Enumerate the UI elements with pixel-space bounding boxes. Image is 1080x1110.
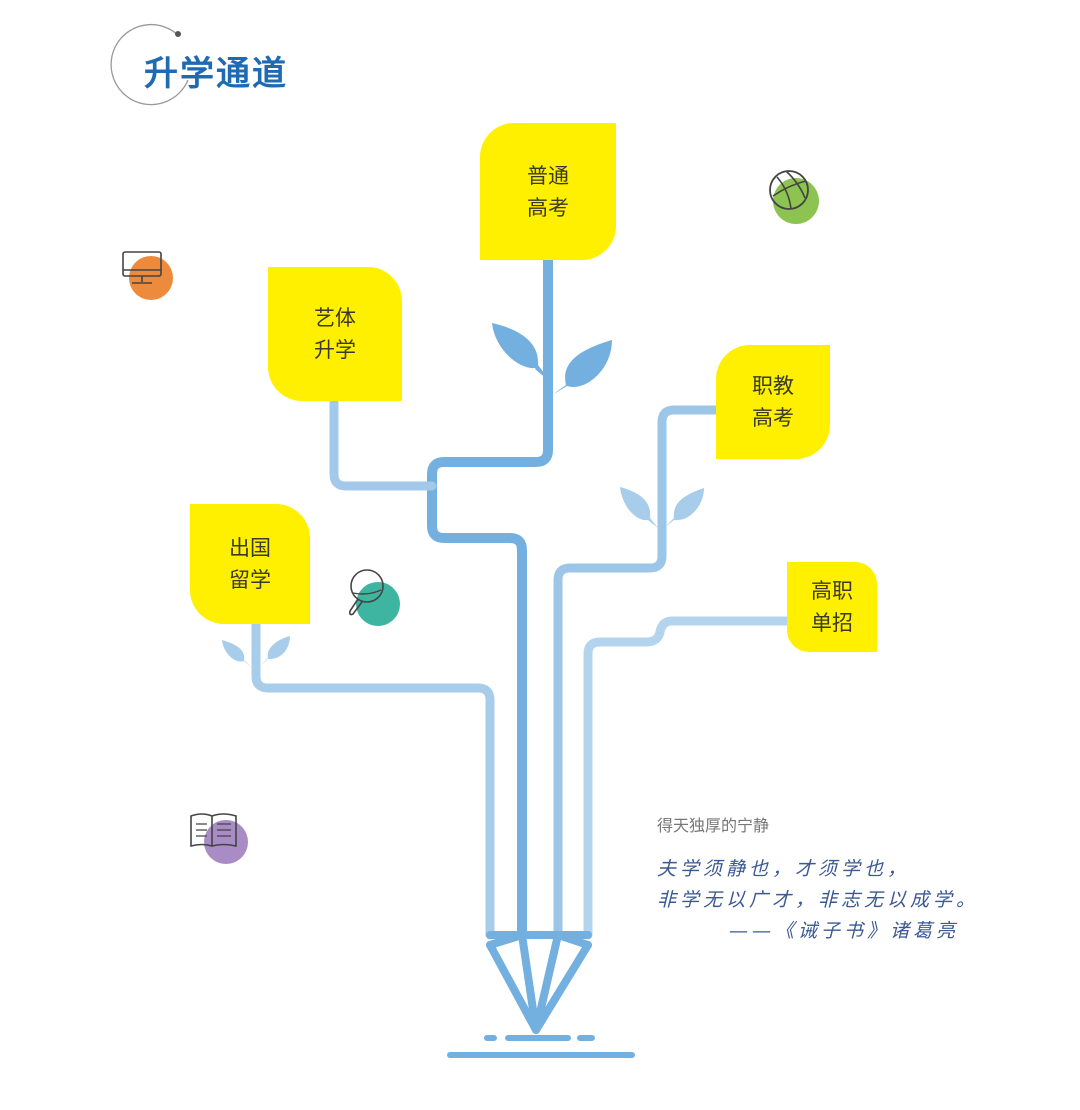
pathway-card-abroad: 出国 留学 — [190, 504, 310, 624]
pathway-label-line2: 留学 — [229, 568, 271, 592]
section-header: 升学通道 — [100, 18, 320, 113]
pathway-label-line1: 出国 — [229, 536, 271, 560]
quote-attribution: ——《诫子书》诸葛亮 — [729, 920, 960, 942]
quote-line-2: 非学无以广才，非志无以成学。 — [657, 889, 980, 911]
pathway-label-line1: 职教 — [752, 374, 794, 398]
open-book-icon — [190, 813, 248, 864]
ping-pong-paddle-icon — [349, 569, 400, 626]
pathway-label-line2: 高考 — [752, 406, 794, 430]
basketball-icon — [769, 170, 819, 224]
pathway-label-line2: 单招 — [811, 611, 853, 635]
pathway-card-vocational: 职教 高考 — [716, 345, 830, 459]
quote-block: 得天独厚的宁静 夫学须静也，才须学也， 非学无以广才，非志无以成学。 ——《诫子… — [657, 812, 979, 947]
page-title: 升学通道 — [144, 54, 288, 94]
quote-line-1: 夫学须静也，才须学也， — [657, 858, 911, 880]
pathway-card-arts: 艺体 升学 — [268, 267, 402, 401]
pathway-label-line1: 普通 — [527, 163, 569, 188]
pathway-label-line2: 高考 — [527, 195, 569, 220]
pathway-label-line1: 艺体 — [314, 306, 356, 330]
quote-subtitle: 得天独厚的宁静 — [657, 816, 770, 835]
pathway-label-line2: 升学 — [314, 338, 356, 362]
title-ring-decoration — [110, 23, 189, 106]
pathway-label-line1: 高职 — [811, 579, 853, 603]
pathway-card-general: 普通 高考 — [480, 123, 616, 260]
pathway-card-single: 高职 单招 — [787, 562, 877, 652]
monitor-icon — [122, 251, 173, 300]
